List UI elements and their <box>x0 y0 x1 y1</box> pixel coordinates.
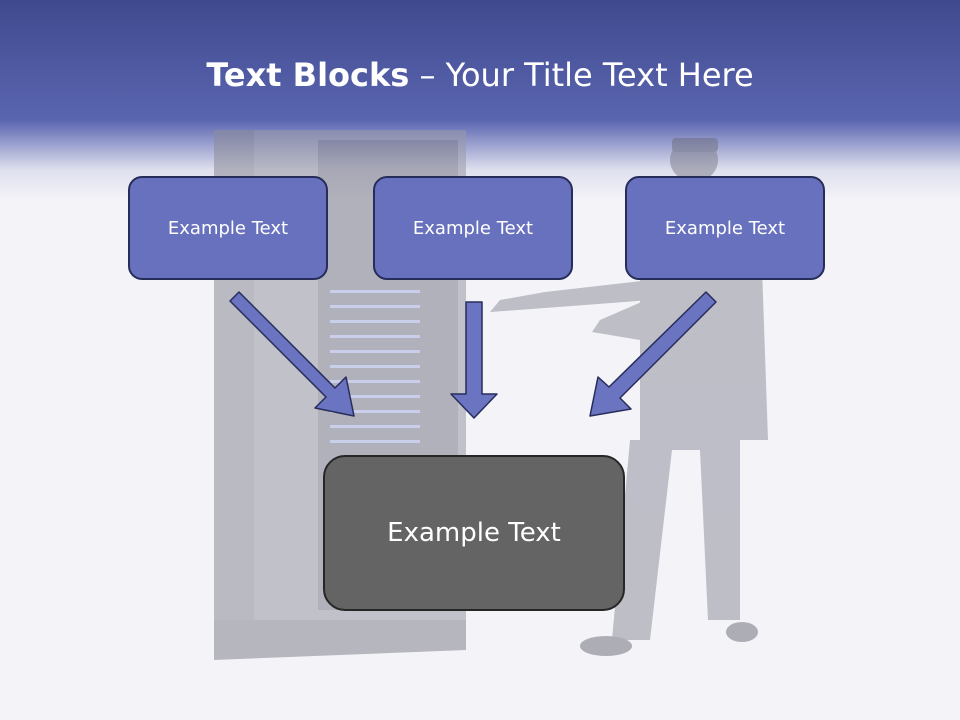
title-rest-part: Your Title Text Here <box>445 56 754 94</box>
text-box-center: Example Text <box>373 176 573 280</box>
title-bold-part: Text Blocks <box>206 56 410 94</box>
header-band <box>0 0 960 200</box>
title-separator: – <box>409 56 446 94</box>
arrow-down-right-icon <box>229 291 355 417</box>
text-box-right: Example Text <box>625 176 825 280</box>
text-box-main: Example Text <box>323 455 625 611</box>
arrow-down-icon <box>450 301 498 419</box>
text-box-left: Example Text <box>128 176 328 280</box>
arrow-down-left-icon <box>589 291 717 417</box>
slide-title: Text Blocks – Your Title Text Here <box>0 52 960 98</box>
businessman-image <box>490 138 768 656</box>
